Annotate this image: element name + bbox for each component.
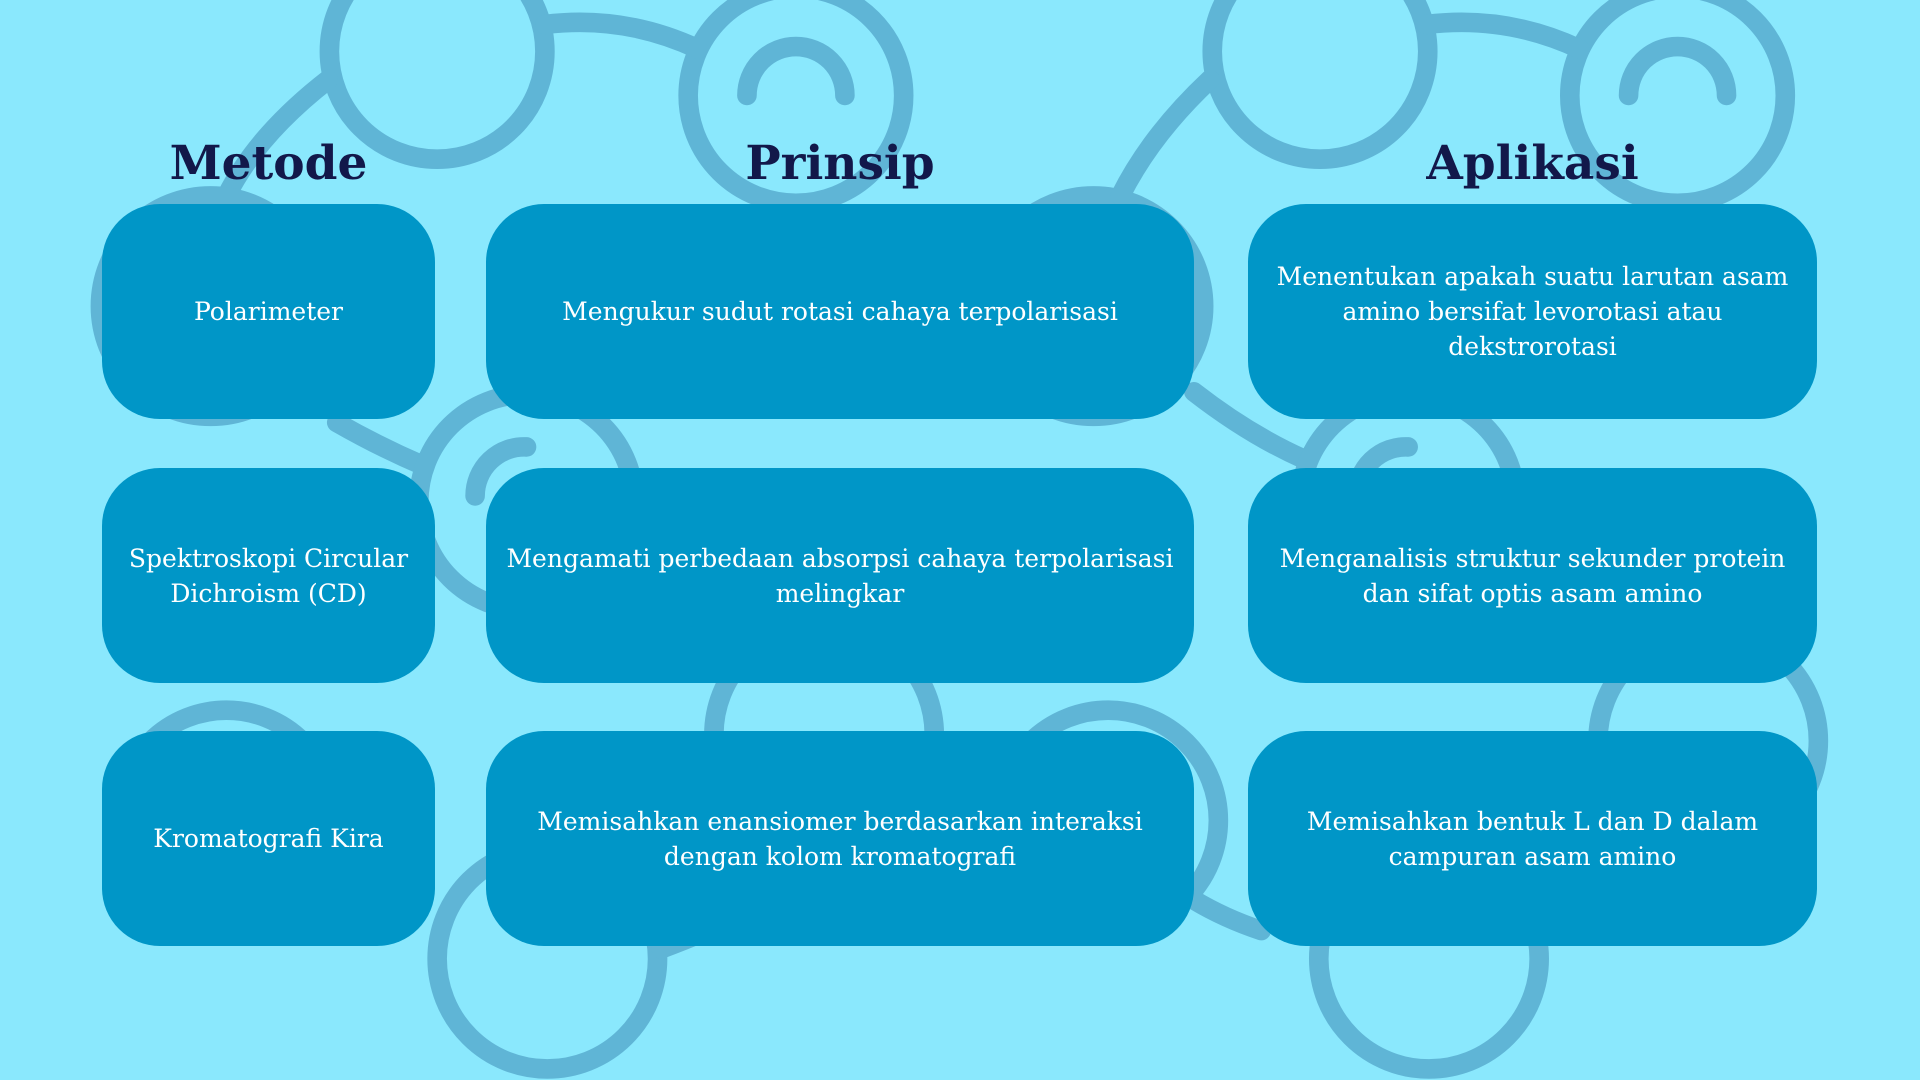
metode-cell: Kromatografi Kira: [102, 731, 435, 946]
aplikasi-cell: Menganalisis struktur sekunder protein d…: [1248, 468, 1817, 683]
column-header-metode: Metode: [169, 135, 368, 191]
metode-cell: Spektroskopi Circular Dichroism (CD): [102, 468, 435, 683]
aplikasi-cell: Menentukan apakah suatu larutan asam ami…: [1248, 204, 1817, 419]
prinsip-cell: Mengukur sudut rotasi cahaya terpolarisa…: [486, 204, 1194, 419]
aplikasi-cell: Memisahkan bentuk L dan D dalam campuran…: [1248, 731, 1817, 946]
column-header-prinsip: Prinsip: [745, 135, 935, 191]
prinsip-cell: Mengamati perbedaan absorpsi cahaya terp…: [486, 468, 1194, 683]
column-header-aplikasi: Aplikasi: [1426, 135, 1639, 191]
prinsip-cell: Memisahkan enansiomer berdasarkan intera…: [486, 731, 1194, 946]
metode-cell: Polarimeter: [102, 204, 435, 419]
